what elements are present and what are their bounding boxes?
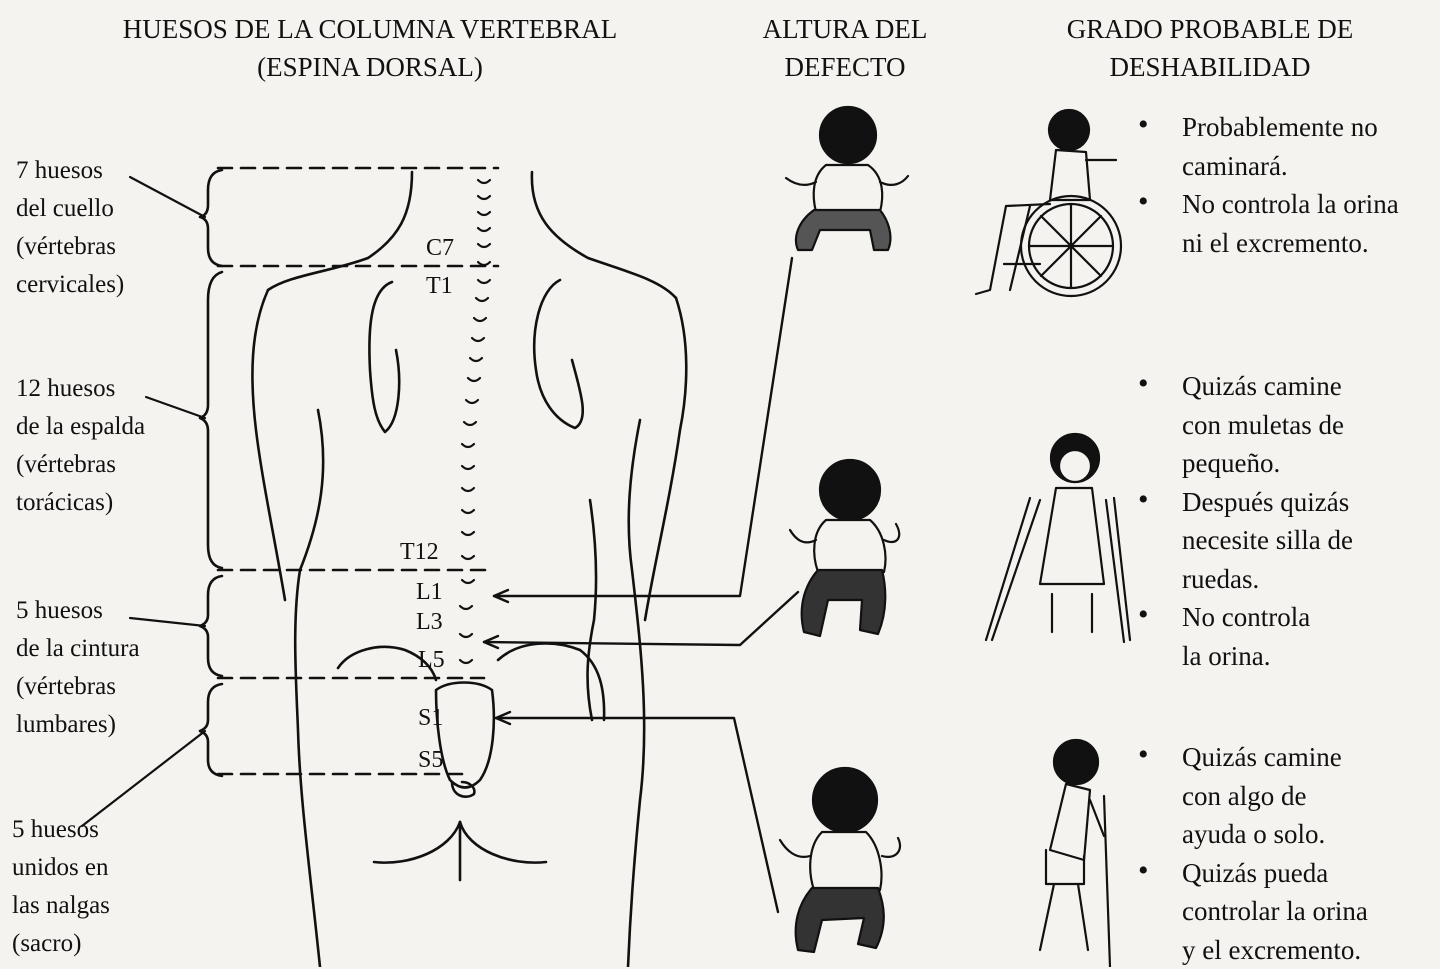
sacrum-group-label: 5 huesos unidos en las nalgas (sacro): [12, 811, 110, 963]
outcome-bullet-item: • No controla la orina ni el excremento.: [1136, 185, 1399, 262]
group-label-line: de la cintura: [16, 630, 140, 668]
group-label-line: 5 huesos: [16, 592, 140, 630]
bullet-icon: •: [1138, 738, 1149, 772]
lumbar-group-label: 5 huesos de la cintura (vértebras lumbar…: [16, 592, 140, 744]
disability-header-line-2: DESHABILIDAD: [1020, 48, 1400, 86]
outcome-line: pequeño.: [1182, 444, 1353, 483]
spine-header-line-2: (ESPINA DORSAL): [60, 48, 680, 86]
group-label-line: (vértebras: [16, 446, 145, 484]
disability-header-line-1: GRADO PROBABLE DE: [1020, 10, 1400, 48]
spine-header-line-1: HUESOS DE LA COLUMNA VERTEBRAL: [60, 10, 680, 48]
child-back-view-icon: [786, 107, 908, 250]
outcome-line: No controla la orina: [1182, 185, 1399, 224]
cervical-group-label: 7 huesos del cuello (vértebras cervicale…: [16, 152, 124, 304]
vertebra-label-l3: L3: [416, 610, 443, 634]
outcome-line: ruedas.: [1182, 560, 1353, 599]
outcome-line: Después quizás: [1182, 483, 1353, 522]
bullet-icon: •: [1138, 185, 1149, 219]
group-label-line: (vértebras: [16, 668, 140, 706]
group-label-line: 5 huesos: [12, 811, 110, 849]
bullet-icon: •: [1138, 108, 1149, 142]
spine-vertebrae: [460, 180, 490, 663]
outcome-line: necesite silla de: [1182, 521, 1353, 560]
vertebra-label-l5: L5: [418, 648, 445, 672]
vertebra-label-s1: S1: [418, 706, 443, 730]
outcome-line: Quizás camine: [1182, 738, 1368, 777]
outcome-bullet-item: • Después quizás necesite silla de rueda…: [1136, 483, 1353, 599]
outcome-line: controlar la orina: [1182, 892, 1368, 931]
outcome-line: caminará.: [1182, 147, 1399, 186]
level-arrows: [484, 258, 798, 912]
vertebra-label-s5: S5: [418, 748, 443, 772]
disability-header: GRADO PROBABLE DE DESHABILIDAD: [1020, 10, 1400, 86]
height-header-line-1: ALTURA DEL: [740, 10, 950, 48]
group-label-line: las nalgas: [12, 887, 110, 925]
region-braces: [200, 170, 222, 776]
outcome-line: con algo de: [1182, 777, 1368, 816]
group-label-line: cervicales): [16, 266, 124, 304]
outcome-line: la orina.: [1182, 637, 1353, 676]
outcome-bullet-item: • No controla la orina.: [1136, 598, 1353, 675]
outcome-line: Quizás pueda: [1182, 854, 1368, 893]
outcome-line: ni el excremento.: [1182, 224, 1399, 263]
outcome-line: y el excremento.: [1182, 931, 1368, 969]
outcome-line: Quizás camine: [1182, 367, 1353, 406]
group-label-line: (sacro): [12, 925, 110, 963]
group-label-line: lumbares): [16, 706, 140, 744]
group-label-line: 7 huesos: [16, 152, 124, 190]
outcome-line: No controla: [1182, 598, 1353, 637]
height-header: ALTURA DEL DEFECTO: [740, 10, 950, 86]
outcome-bullet-item: • Quizás camine con muletas de pequeño.: [1136, 367, 1353, 483]
outcome-l3: • Quizás camine con muletas de pequeño. …: [1136, 367, 1353, 675]
bullet-icon: •: [1138, 598, 1149, 632]
outcome-bullet-item: • Quizás camine con algo de ayuda o solo…: [1136, 738, 1368, 854]
bullet-icon: •: [1138, 367, 1149, 401]
group-label-line: de la espalda: [16, 408, 145, 446]
vertebra-label-l1: L1: [416, 580, 443, 604]
bullet-icon: •: [1138, 854, 1149, 888]
spine-header: HUESOS DE LA COLUMNA VERTEBRAL (ESPINA D…: [60, 10, 680, 86]
child-back-view-icon: [780, 768, 900, 952]
outcome-l1: • Probablemente no caminará. • No contro…: [1136, 108, 1399, 262]
vertebra-label-t1: T1: [426, 274, 453, 298]
group-label-line: 12 huesos: [16, 370, 145, 408]
outcome-bullet-item: • Probablemente no caminará.: [1136, 108, 1399, 185]
outcome-bullet-item: • Quizás pueda controlar la orina y el e…: [1136, 854, 1368, 969]
outcome-line: ayuda o solo.: [1182, 815, 1368, 854]
crutches-user-icon: [986, 434, 1130, 642]
height-header-line-2: DEFECTO: [740, 48, 950, 86]
group-label-line: torácicas): [16, 484, 145, 522]
vertebra-label-t12: T12: [400, 540, 439, 564]
vertebra-label-c7: C7: [426, 236, 454, 260]
outcome-line: Probablemente no: [1182, 108, 1399, 147]
group-label-line: unidos en: [12, 849, 110, 887]
group-label-line: (vértebras: [16, 228, 124, 266]
thoracic-group-label: 12 huesos de la espalda (vértebras torác…: [16, 370, 145, 522]
group-label-line: del cuello: [16, 190, 124, 228]
outcome-s1: • Quizás camine con algo de ayuda o solo…: [1136, 738, 1368, 969]
outcome-line: con muletas de: [1182, 406, 1353, 445]
child-back-view-icon: [790, 460, 899, 636]
walking-stick-user-icon: [1040, 740, 1110, 967]
bullet-icon: •: [1138, 483, 1149, 517]
wheelchair-user-icon: [976, 110, 1121, 296]
